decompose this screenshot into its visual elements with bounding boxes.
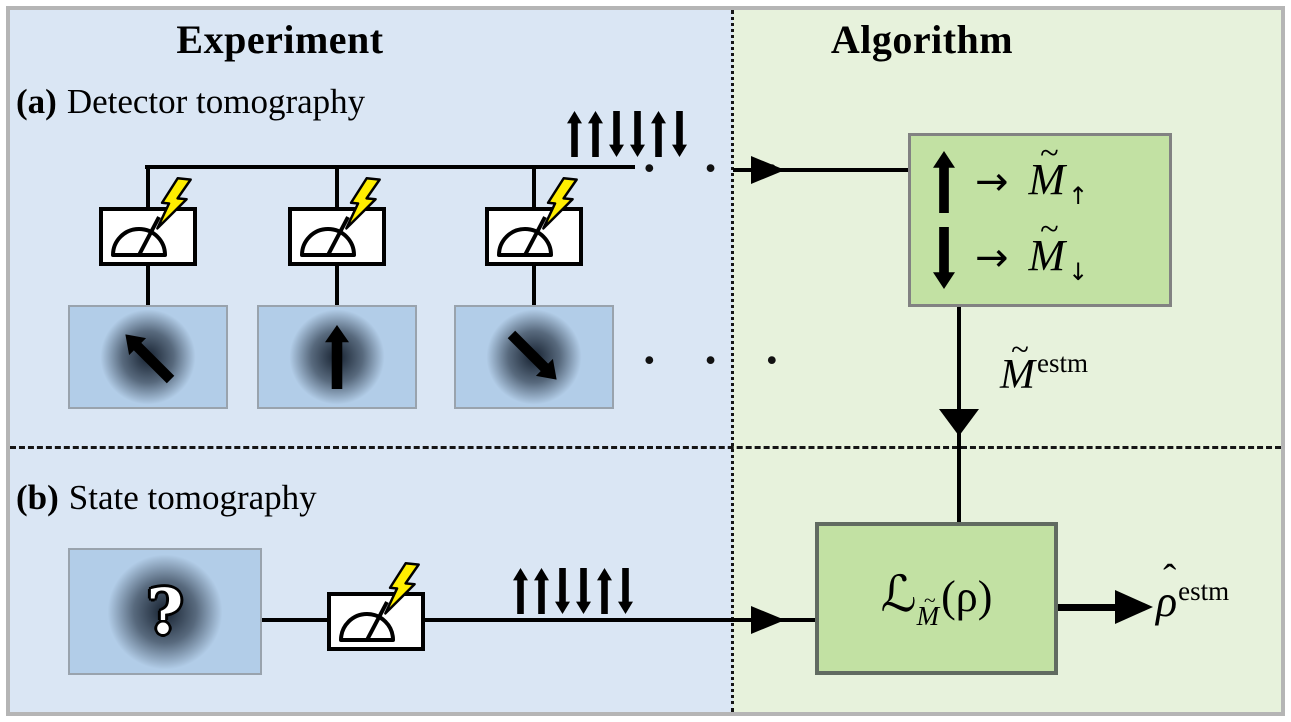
detector-meter-icon [485,174,583,266]
question-mark: ? [146,575,184,648]
detector2-wire-top [335,165,339,211]
mapping-row-up: → ~M↑ [933,134,1169,217]
detector-meter-icon [99,174,197,266]
section-b-tag: (b) [16,478,59,517]
spin-arrow-down-right [503,326,565,388]
probe-state-box-2 [257,305,417,409]
section-b-title: State tomography [68,478,317,517]
detector1-wire-top [146,165,150,211]
algorithm-panel-title: Algorithm [830,17,1014,62]
detector-bus-line [145,165,635,169]
spin-outcomes-a [567,111,687,157]
likelihood-label: ℒ~M(ρ) [880,565,993,631]
spin-arrow-up [933,151,955,213]
data-line-a [733,168,908,172]
spin-arrow-up [588,111,603,157]
probe-state-box-1 [68,305,228,409]
section-a-title: Detector tomography [66,82,366,121]
state-wire-left [262,618,330,622]
spin-arrow-down [576,568,591,614]
mapping-row-down: → ~M↓ [933,210,1169,293]
experiment-algorithm-divider [731,10,734,712]
spin-outcomes-b [513,568,633,614]
detector-meter-icon [288,174,386,266]
m-tilde-down-label: ~M↓ [1028,210,1089,286]
probe-state-box-3 [454,305,614,409]
experiment-panel-title: Experiment [176,17,384,62]
ellipsis-states: · · · [642,336,796,385]
rho-output-line [1058,604,1120,611]
state-wire-right [422,618,815,622]
spin-arrow-down [555,568,570,614]
spin-arrow-up [597,568,612,614]
section-b-label: (b)State tomography [16,478,317,518]
spin-arrow-up [513,568,528,614]
section-a-label: (a)Detector tomography [16,82,365,122]
maps-to-arrow: → [975,235,1009,281]
spin-arrow-down [618,568,633,614]
detector3-wire-bottom [532,260,536,307]
spin-arrow-up [325,325,349,389]
state-meter-icon [327,559,425,651]
spin-arrow-up [567,111,582,157]
detector3-wire-top [532,165,536,211]
spin-arrow-up-left [117,326,179,388]
tomography-figure: Experiment Algorithm (a)Detector tomogra… [6,6,1285,716]
spin-arrow-down [609,111,624,157]
m-estimate-label: ~Mestm [1000,332,1088,398]
m-tilde-up-label: ~M↑ [1028,134,1089,210]
section-divider [10,446,1281,449]
unknown-state-box: ? [68,548,262,675]
maps-to-arrow: → [975,159,1009,205]
section-a-tag: (a) [16,82,57,121]
spin-arrow-down [933,227,955,289]
mapping-box: → ~M↑ → ~M↓ [908,133,1172,307]
likelihood-box: ℒ~M(ρ) [815,522,1058,675]
detector2-wire-bottom [335,260,339,307]
detector1-wire-bottom [146,260,150,307]
spin-arrow-up [534,568,549,614]
